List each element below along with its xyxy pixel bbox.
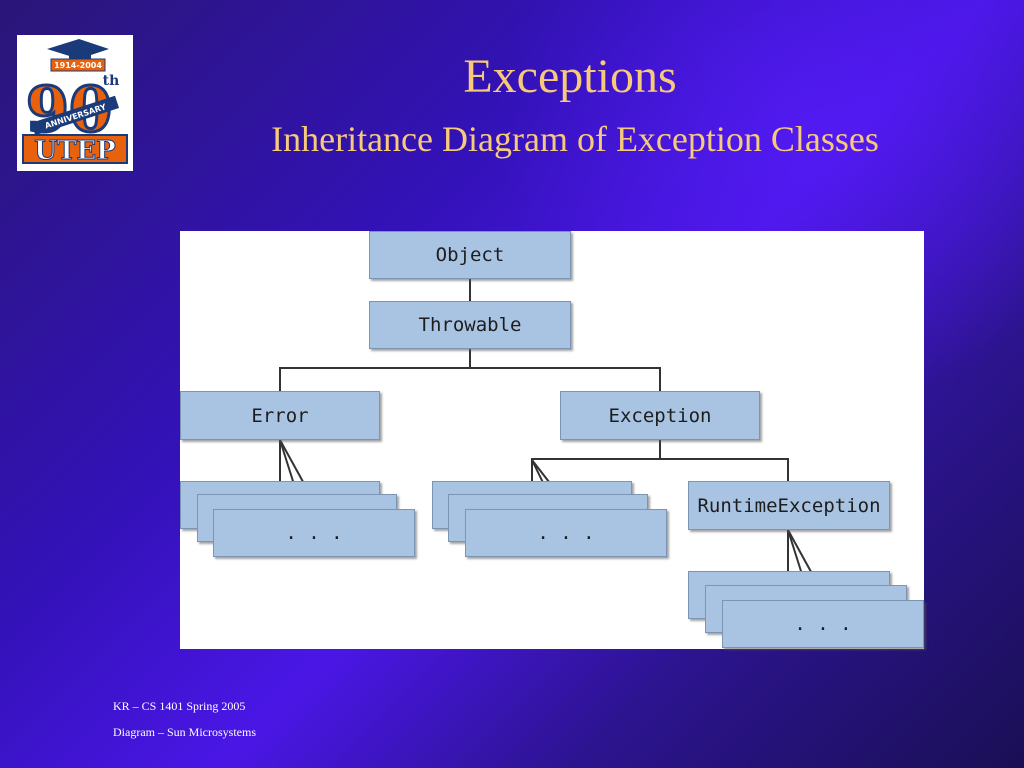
utep-90th-anniversary-emblem: 1914-2004 90 th ANNIVERSARY UTEP (22, 39, 128, 167)
runtime-subclass-ellipsis: . . . (794, 613, 852, 635)
slide-title: Exceptions (463, 50, 677, 103)
class-throwable: Throwable (369, 301, 571, 349)
class-exception-label: Exception (608, 404, 712, 427)
error-subclass-stack-front: . . . (213, 509, 415, 557)
connector-to-runtime (787, 458, 789, 481)
utep-logo: 1914-2004 90 th ANNIVERSARY UTEP (17, 35, 133, 171)
connector-exception-children-bar (531, 458, 789, 460)
class-runtime-exception-label: RuntimeException (697, 494, 881, 517)
runtime-subclass-stack-front: . . . (722, 600, 924, 648)
logo-suffix: th (103, 73, 120, 89)
connector-to-error (279, 367, 281, 391)
error-subclass-ellipsis: . . . (285, 522, 343, 544)
connector-exception-down (659, 440, 661, 459)
footer-credit: Diagram – Sun Microsystems (113, 725, 256, 739)
class-runtime-exception: RuntimeException (688, 481, 890, 530)
exception-subclass-ellipsis: . . . (537, 522, 595, 544)
class-error-label: Error (251, 404, 309, 427)
connector-to-exception (659, 367, 661, 391)
class-exception: Exception (560, 391, 760, 440)
inheritance-diagram: Object Throwable Error Exception . . . .… (180, 231, 924, 649)
class-object-label: Object (435, 244, 505, 266)
class-error: Error (180, 391, 380, 440)
logo-years: 1914-2004 (54, 61, 102, 70)
footer-course: KR – CS 1401 Spring 2005 (113, 699, 246, 713)
class-throwable-label: Throwable (418, 314, 522, 336)
slide-subtitle: Inheritance Diagram of Exception Classes (271, 119, 879, 159)
connector-object-throwable (469, 279, 471, 301)
exception-subclass-stack-front: . . . (465, 509, 667, 557)
connector-throwable-down (469, 348, 471, 368)
class-object: Object (369, 231, 571, 279)
connector-error-exception-bar (279, 367, 661, 369)
logo-name: UTEP (34, 136, 115, 166)
